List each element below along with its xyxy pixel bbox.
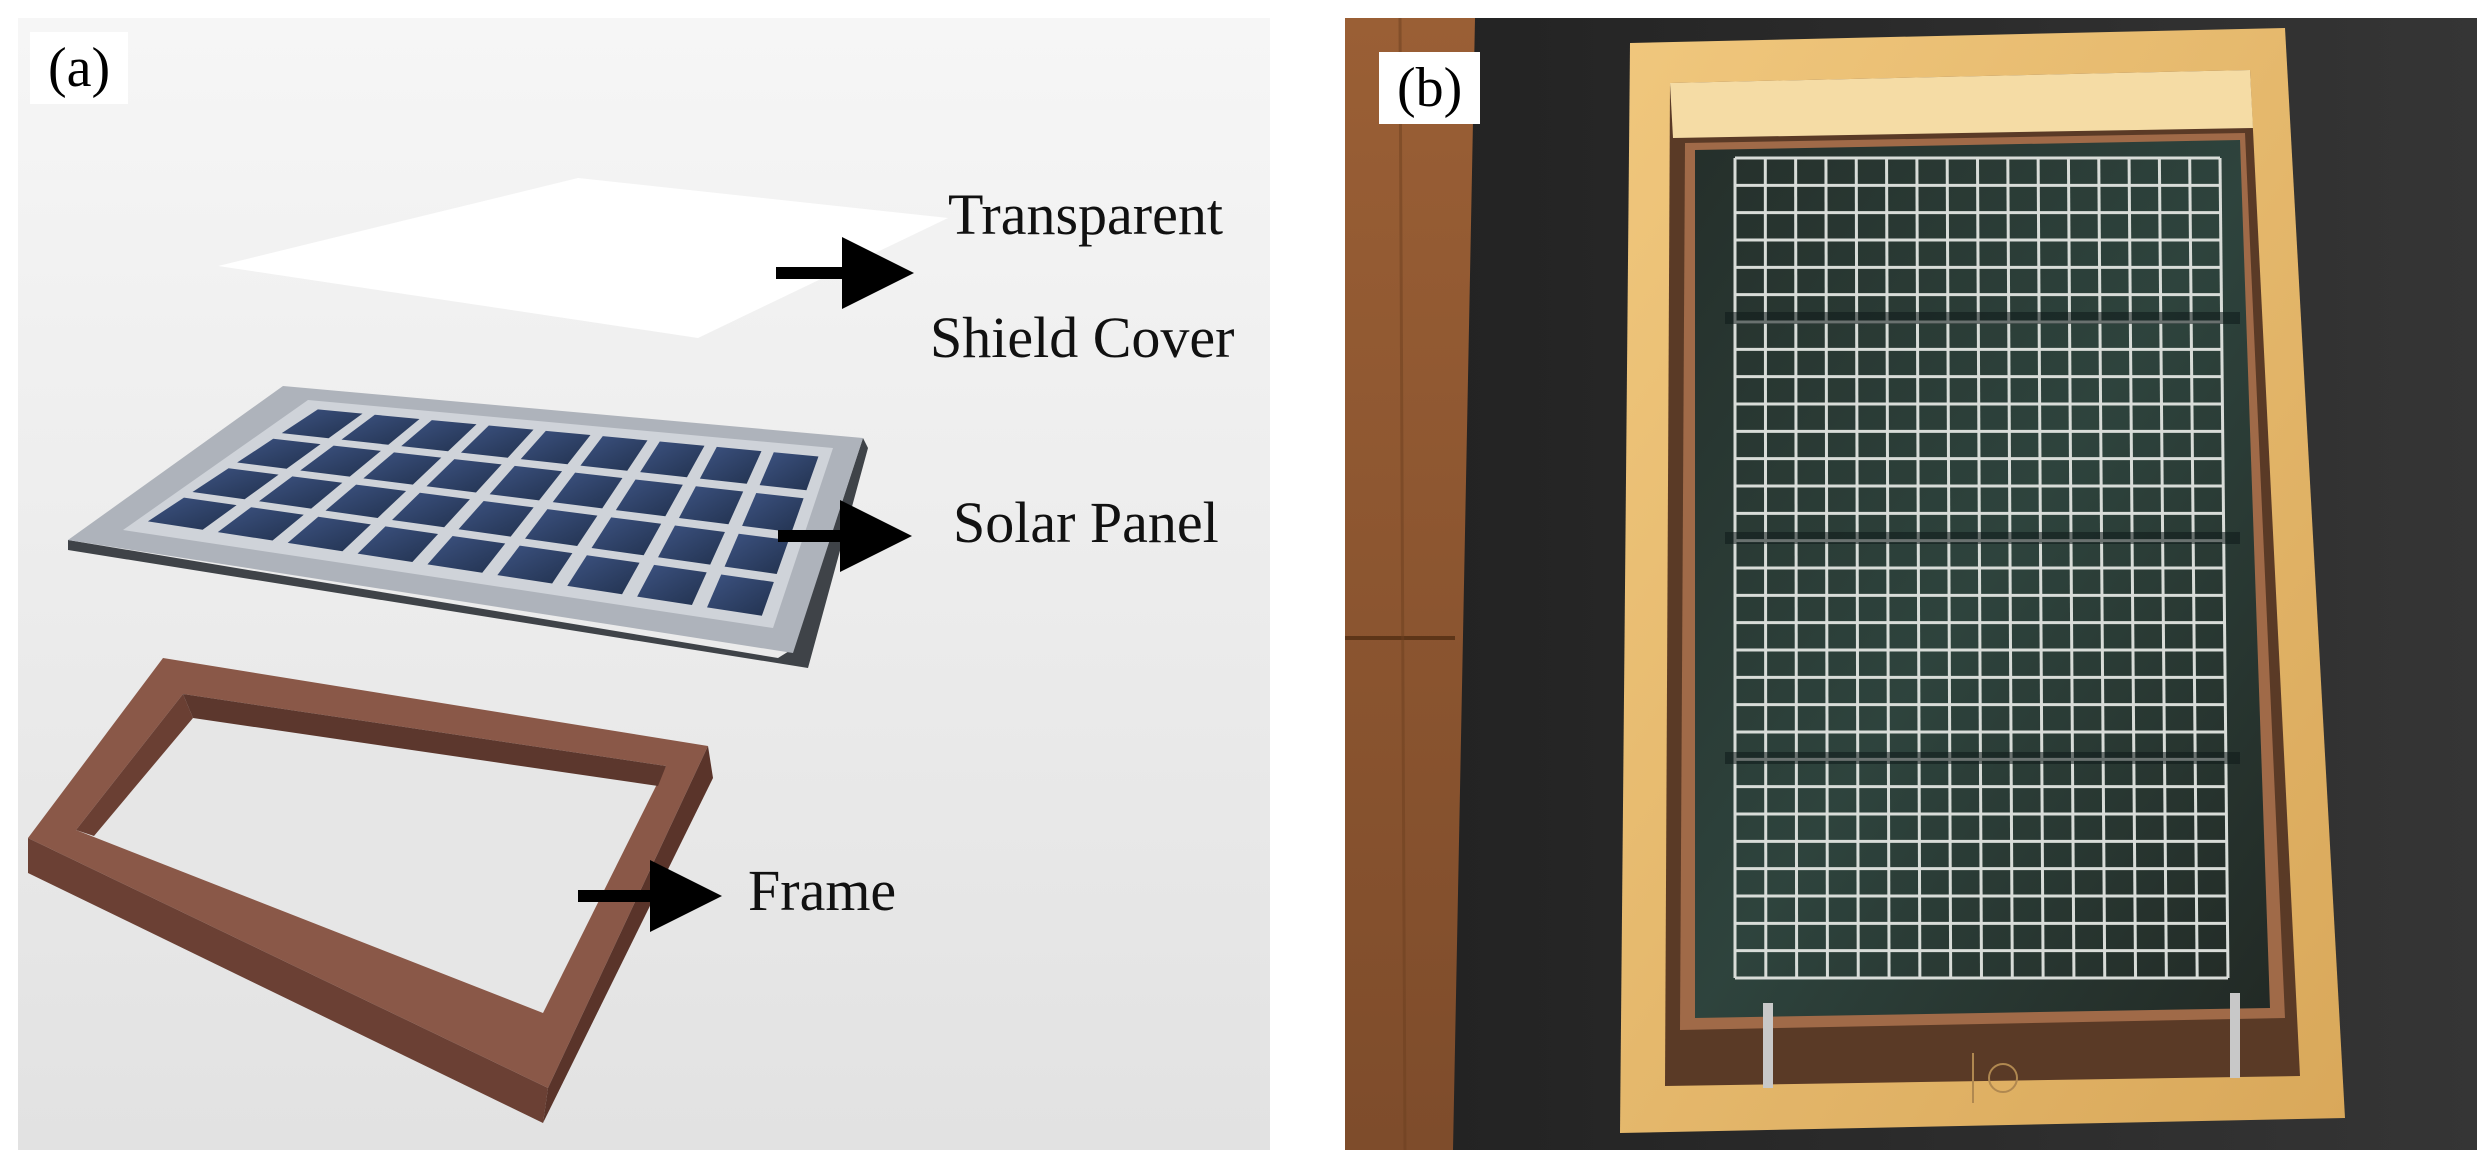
panel-a-label: (a) bbox=[30, 32, 129, 104]
solar-cell bbox=[640, 441, 705, 478]
solar-cell bbox=[287, 516, 371, 552]
cell-separator bbox=[1725, 752, 2240, 764]
glass-cover bbox=[1695, 140, 2270, 1018]
solar-cell bbox=[580, 436, 648, 471]
solar-cell bbox=[637, 564, 707, 606]
solar-cell bbox=[237, 438, 321, 469]
solar-cell bbox=[325, 484, 407, 518]
panel-b-label: (b) bbox=[1379, 52, 1481, 124]
solar-cell bbox=[759, 452, 819, 491]
solar-cell bbox=[147, 497, 237, 530]
solar-cell bbox=[699, 446, 762, 484]
cell-separator bbox=[1725, 312, 2240, 324]
solar-cell bbox=[489, 465, 563, 501]
callout-frame: Frame bbox=[748, 858, 897, 923]
solar-cell bbox=[341, 414, 420, 445]
callout-transparent-line1: Transparent bbox=[948, 182, 1223, 247]
solar-cell bbox=[426, 459, 502, 493]
solar-cell bbox=[401, 420, 477, 452]
callout-transparent-line2: Shield Cover bbox=[930, 305, 1235, 370]
solar-cell bbox=[615, 479, 683, 517]
solar-cell bbox=[458, 500, 534, 537]
prototype-photo bbox=[1345, 18, 2477, 1150]
panel-a-exploded-view: (a) Transparent Shield Cover Solar Panel… bbox=[18, 18, 1270, 1150]
cell-separator bbox=[1725, 532, 2240, 544]
solar-cell bbox=[724, 533, 789, 574]
solar-cell bbox=[591, 517, 662, 556]
solar-cell bbox=[300, 445, 381, 477]
solar-cell bbox=[525, 509, 598, 546]
clip-left bbox=[1763, 1003, 1773, 1088]
transparent-shield-cover bbox=[218, 178, 948, 338]
exploded-view-illustration bbox=[28, 178, 948, 1123]
solar-cell bbox=[259, 476, 343, 509]
solar-cell bbox=[678, 486, 744, 525]
solar-cell bbox=[392, 492, 470, 528]
solar-cell bbox=[281, 409, 363, 439]
solar-cell bbox=[363, 452, 442, 485]
clip-right bbox=[2230, 993, 2240, 1078]
solar-cell bbox=[192, 468, 279, 500]
solar-cell bbox=[460, 425, 534, 458]
solar-cell bbox=[742, 492, 804, 533]
solar-cell-grid bbox=[1725, 156, 2240, 980]
frame-3d bbox=[28, 658, 713, 1123]
solar-cell bbox=[567, 555, 640, 595]
solar-cell bbox=[217, 507, 304, 541]
solar-cell bbox=[658, 525, 725, 565]
callout-solar-panel: Solar Panel bbox=[953, 490, 1219, 555]
panel-b-photo: (b) bbox=[1345, 18, 2477, 1150]
solar-cell bbox=[357, 526, 439, 563]
solar-cell bbox=[497, 545, 573, 584]
solar-cell bbox=[552, 472, 623, 509]
solar-cells-group bbox=[147, 409, 819, 616]
solar-cell bbox=[707, 574, 774, 616]
solar-cell bbox=[520, 430, 591, 465]
solar-cell bbox=[427, 536, 506, 573]
